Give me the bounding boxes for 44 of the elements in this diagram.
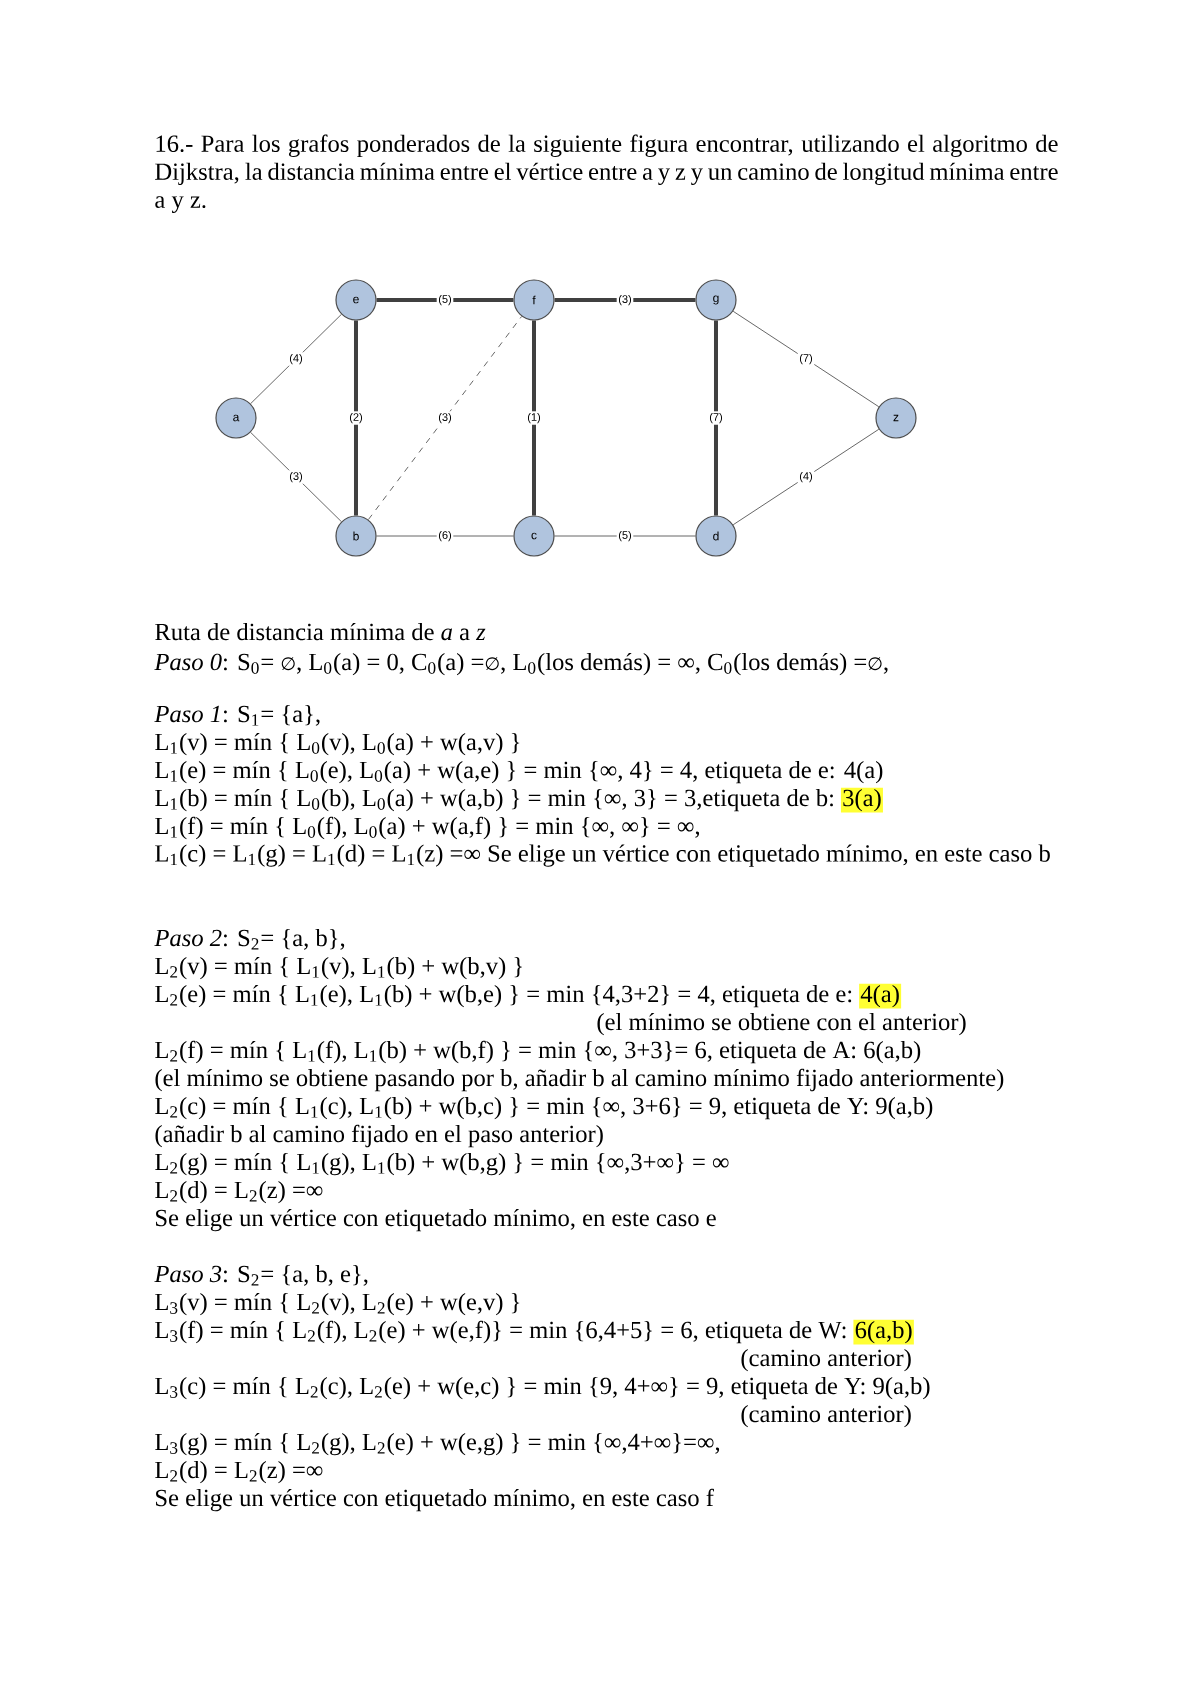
text-line: L$_{3}$(v) = mín { L$_{2}$(v), L$_{2}$(e) + w(e,v) } (155, 1292, 520, 1316)
highlighted-text: 3(a) (840, 787, 883, 813)
text-line: (el mínimo se obtiene pasando por b, añadir b al camino mínimo fijado anteriormente) (155, 1068, 1004, 1092)
text-line: (camino anterior) (741, 1348, 911, 1372)
text-line: Paso 1: S$_{1}$= {a}, (154, 704, 320, 726)
text-line: L$_{1}$(v) = mín { L$_{0}$(v), L$_{0}$(a) + w(a,v) } (155, 732, 520, 756)
edge-line (376, 535, 514, 537)
text-line: Se elige un vértice con etiquetado mínimo, en este caso e (156, 1208, 716, 1232)
text-line: L$_{2}$(g) = mín { L$_{1}$(g), L$_{1}$(b) + w(b,g) } = min {∞,3+∞} = ∞ (155, 1152, 729, 1176)
edge-line (554, 535, 696, 537)
text-line: L$_{1}$(f) = mín { L$_{0}$(f), L$_{0}$(a) + w(a,f) } = min {∞, ∞} = ∞, (155, 816, 700, 840)
text-line: L$_{2}$(v) = mín { L$_{1}$(v), L$_{1}$(b) + w(b,v) } (155, 956, 522, 980)
highlighted-text: 4(a) (859, 983, 902, 1009)
text-line: L$_{3}$(g) = mín { L$_{2}$(g), L$_{2}$(e) + w(e,g) } = min {∞,4+∞}=∞, (155, 1432, 720, 1456)
text-line: Paso 0: S$_{0}$= ∅, L$_{0}$(a) = 0, C$_{0}$(a) =∅, L$_{0}$(los demás) = ∞, C$_{0}$(los demás) =∅, (154, 652, 888, 676)
text-line: Paso 3: S$_{2}$= {a, b, e}, (154, 1264, 368, 1286)
text-line: L$_{2}$(c) = mín { L$_{1}$(c), L$_{1}$(b) + w(b,c) } = min {∞, 3+6} = 9, etiqueta de Y: 9(a,b) (155, 1096, 933, 1120)
text-line: L$_{1}$(e) = mín { L$_{0}$(e), L$_{0}$(a) + w(a,e) } = min {∞, 4} = 4, etiqueta de e: 4(a) (155, 760, 883, 784)
highlighted-text: 6(a,b) (853, 1319, 914, 1345)
edge-line (354, 320, 358, 516)
paragraph: L$_{1}$(c) = L$_{1}$(g) = L$_{1}$(d) = L$_{1}$(z) =∞ Se elige un vértice con etiquetado mínimo, en este caso b (155, 844, 1050, 867)
text-line: L$_{3}$(f) = mín { L$_{2}$(f), L$_{2}$(e) + w(e,f)} = min {6,4+5} = 6, etiqueta de W: (155, 1320, 846, 1344)
text-line: L$_{2}$(e) = mín { L$_{1}$(e), L$_{1}$(b) + w(b,e) } = min {4,3+2} = 4, etiqueta de e: (155, 984, 852, 1008)
edge-line (732, 428, 880, 526)
edge-line (532, 320, 536, 516)
text-line: (camino anterior) (741, 1404, 911, 1428)
text-line: Se elige un vértice con etiquetado mínimo, en este caso f (156, 1488, 714, 1512)
text-line: L$_{2}$(f) = mín { L$_{1}$(f), L$_{1}$(b) + w(b,f) } = min {∞, 3+3}= 6, etiqueta de A: 6(a,b) (155, 1040, 921, 1064)
text-line: (añadir b al camino fijado en el paso anterior) (155, 1124, 603, 1148)
edge-line (554, 298, 696, 302)
text-line: Paso 2: S$_{2}$= {a, b}, (154, 928, 345, 950)
edge-line (250, 432, 342, 522)
text-line: Ruta de distancia mínima de a a z (155, 622, 486, 641)
edge-line (732, 310, 880, 408)
edge-line (368, 316, 522, 520)
paragraph: 16.- Para los grafos ponderados de la siguiente figura encontrar, utilizando el algoritmo de Dijkstra, la distancia mínima entre el vértice entre a y z y un camino de longitud mínima entre a y z. (155, 134, 1058, 214)
text-line: L$_{2}$(d) = L$_{2}$(z) =∞ (155, 1460, 323, 1484)
text-line: (el mínimo se obtiene con el anterior) (597, 1012, 966, 1036)
text-line: L$_{1}$(b) = mín { L$_{0}$(b), L$_{0}$(a) + w(a,b) } = min {∞, 3} = 3,etiqueta de b: (155, 788, 833, 812)
edge-line (250, 314, 342, 404)
edge-line (714, 320, 718, 516)
edge-line (376, 298, 514, 302)
text-line: L$_{2}$(d) = L$_{2}$(z) =∞ (155, 1180, 323, 1204)
text-line: L$_{3}$(c) = mín { L$_{2}$(c), L$_{2}$(e) + w(e,c) } = min {9, 4+∞} = 9, etiqueta de Y: 9(a,b) (155, 1376, 930, 1400)
